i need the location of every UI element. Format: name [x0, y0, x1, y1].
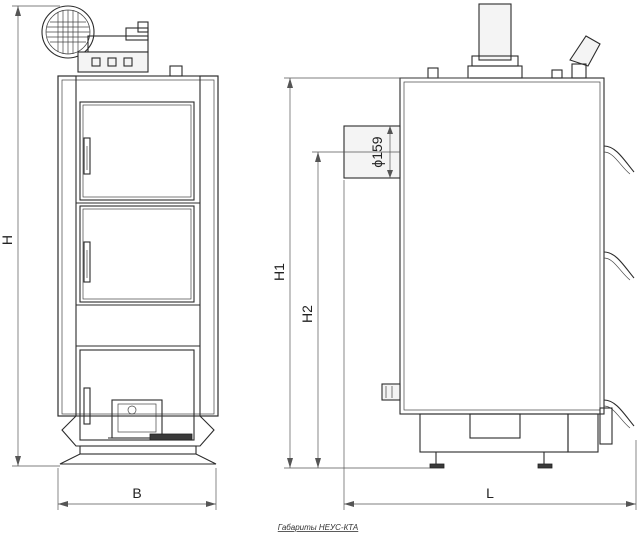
upper-door	[79, 101, 195, 201]
label-H2: H2	[299, 305, 315, 323]
fan-unit	[41, 5, 183, 77]
relief-valve	[569, 35, 601, 79]
lower-door	[79, 349, 195, 441]
middle-door	[79, 205, 195, 303]
label-flue-diameter: ϕ159	[369, 136, 385, 167]
chimney	[467, 3, 523, 79]
label-L: L	[486, 485, 494, 501]
label-H: H	[0, 235, 15, 245]
side-view	[343, 3, 635, 469]
label-B: B	[132, 485, 141, 501]
caption: Габариты НЕУС-КТА	[278, 523, 359, 532]
label-H1: H1	[271, 263, 287, 281]
door-handles	[603, 145, 635, 429]
dimension-lines	[12, 5, 637, 510]
front-view	[41, 5, 219, 465]
